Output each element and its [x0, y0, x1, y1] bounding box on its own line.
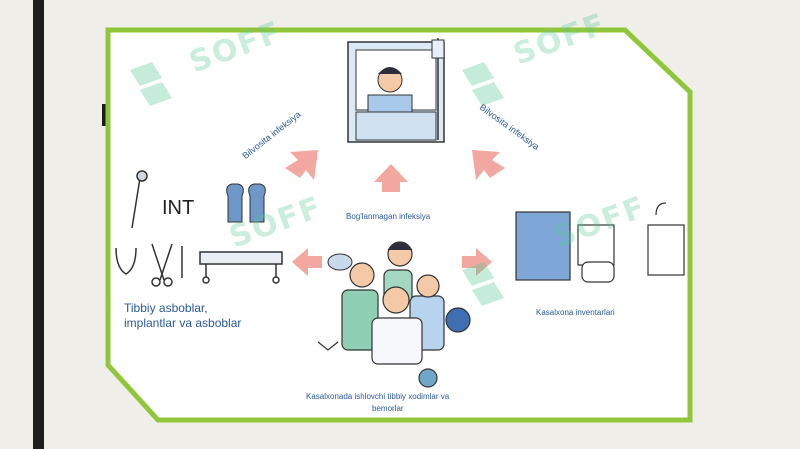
watermark-logos	[130, 62, 504, 306]
stretcher-illustration	[199, 251, 283, 284]
arrow-up-center	[374, 164, 408, 192]
medical-tools-illustration	[115, 170, 183, 287]
arrow-right	[462, 248, 492, 276]
diagram-frame	[105, 27, 693, 423]
arrow-left	[292, 248, 322, 276]
arrow-up-left	[285, 150, 318, 180]
sanitary-illustration	[515, 202, 685, 283]
medical-staff-illustration	[317, 241, 471, 388]
gloves-illustration	[226, 183, 266, 223]
slide-notch	[102, 104, 107, 126]
sanitary-label: Kasalxona inventarlari	[536, 308, 615, 317]
arrow-up-right	[472, 150, 505, 180]
staff-label-line1: Kasalxonada ishlovchi tibbiy xodimlar va	[306, 392, 450, 401]
int-label: INT	[162, 197, 195, 219]
tools-label-line2: implantlar va asboblar	[124, 316, 242, 330]
tools-label-line1: Tibbiy asboblar,	[124, 301, 208, 315]
label-center-top: Bog'lanmagan infeksiya	[346, 212, 431, 221]
germ-illustration	[327, 253, 353, 271]
slide-left-bar	[33, 0, 44, 449]
staff-label-line2: bemorlar	[372, 404, 404, 413]
patient-in-bed-illustration	[347, 38, 445, 143]
